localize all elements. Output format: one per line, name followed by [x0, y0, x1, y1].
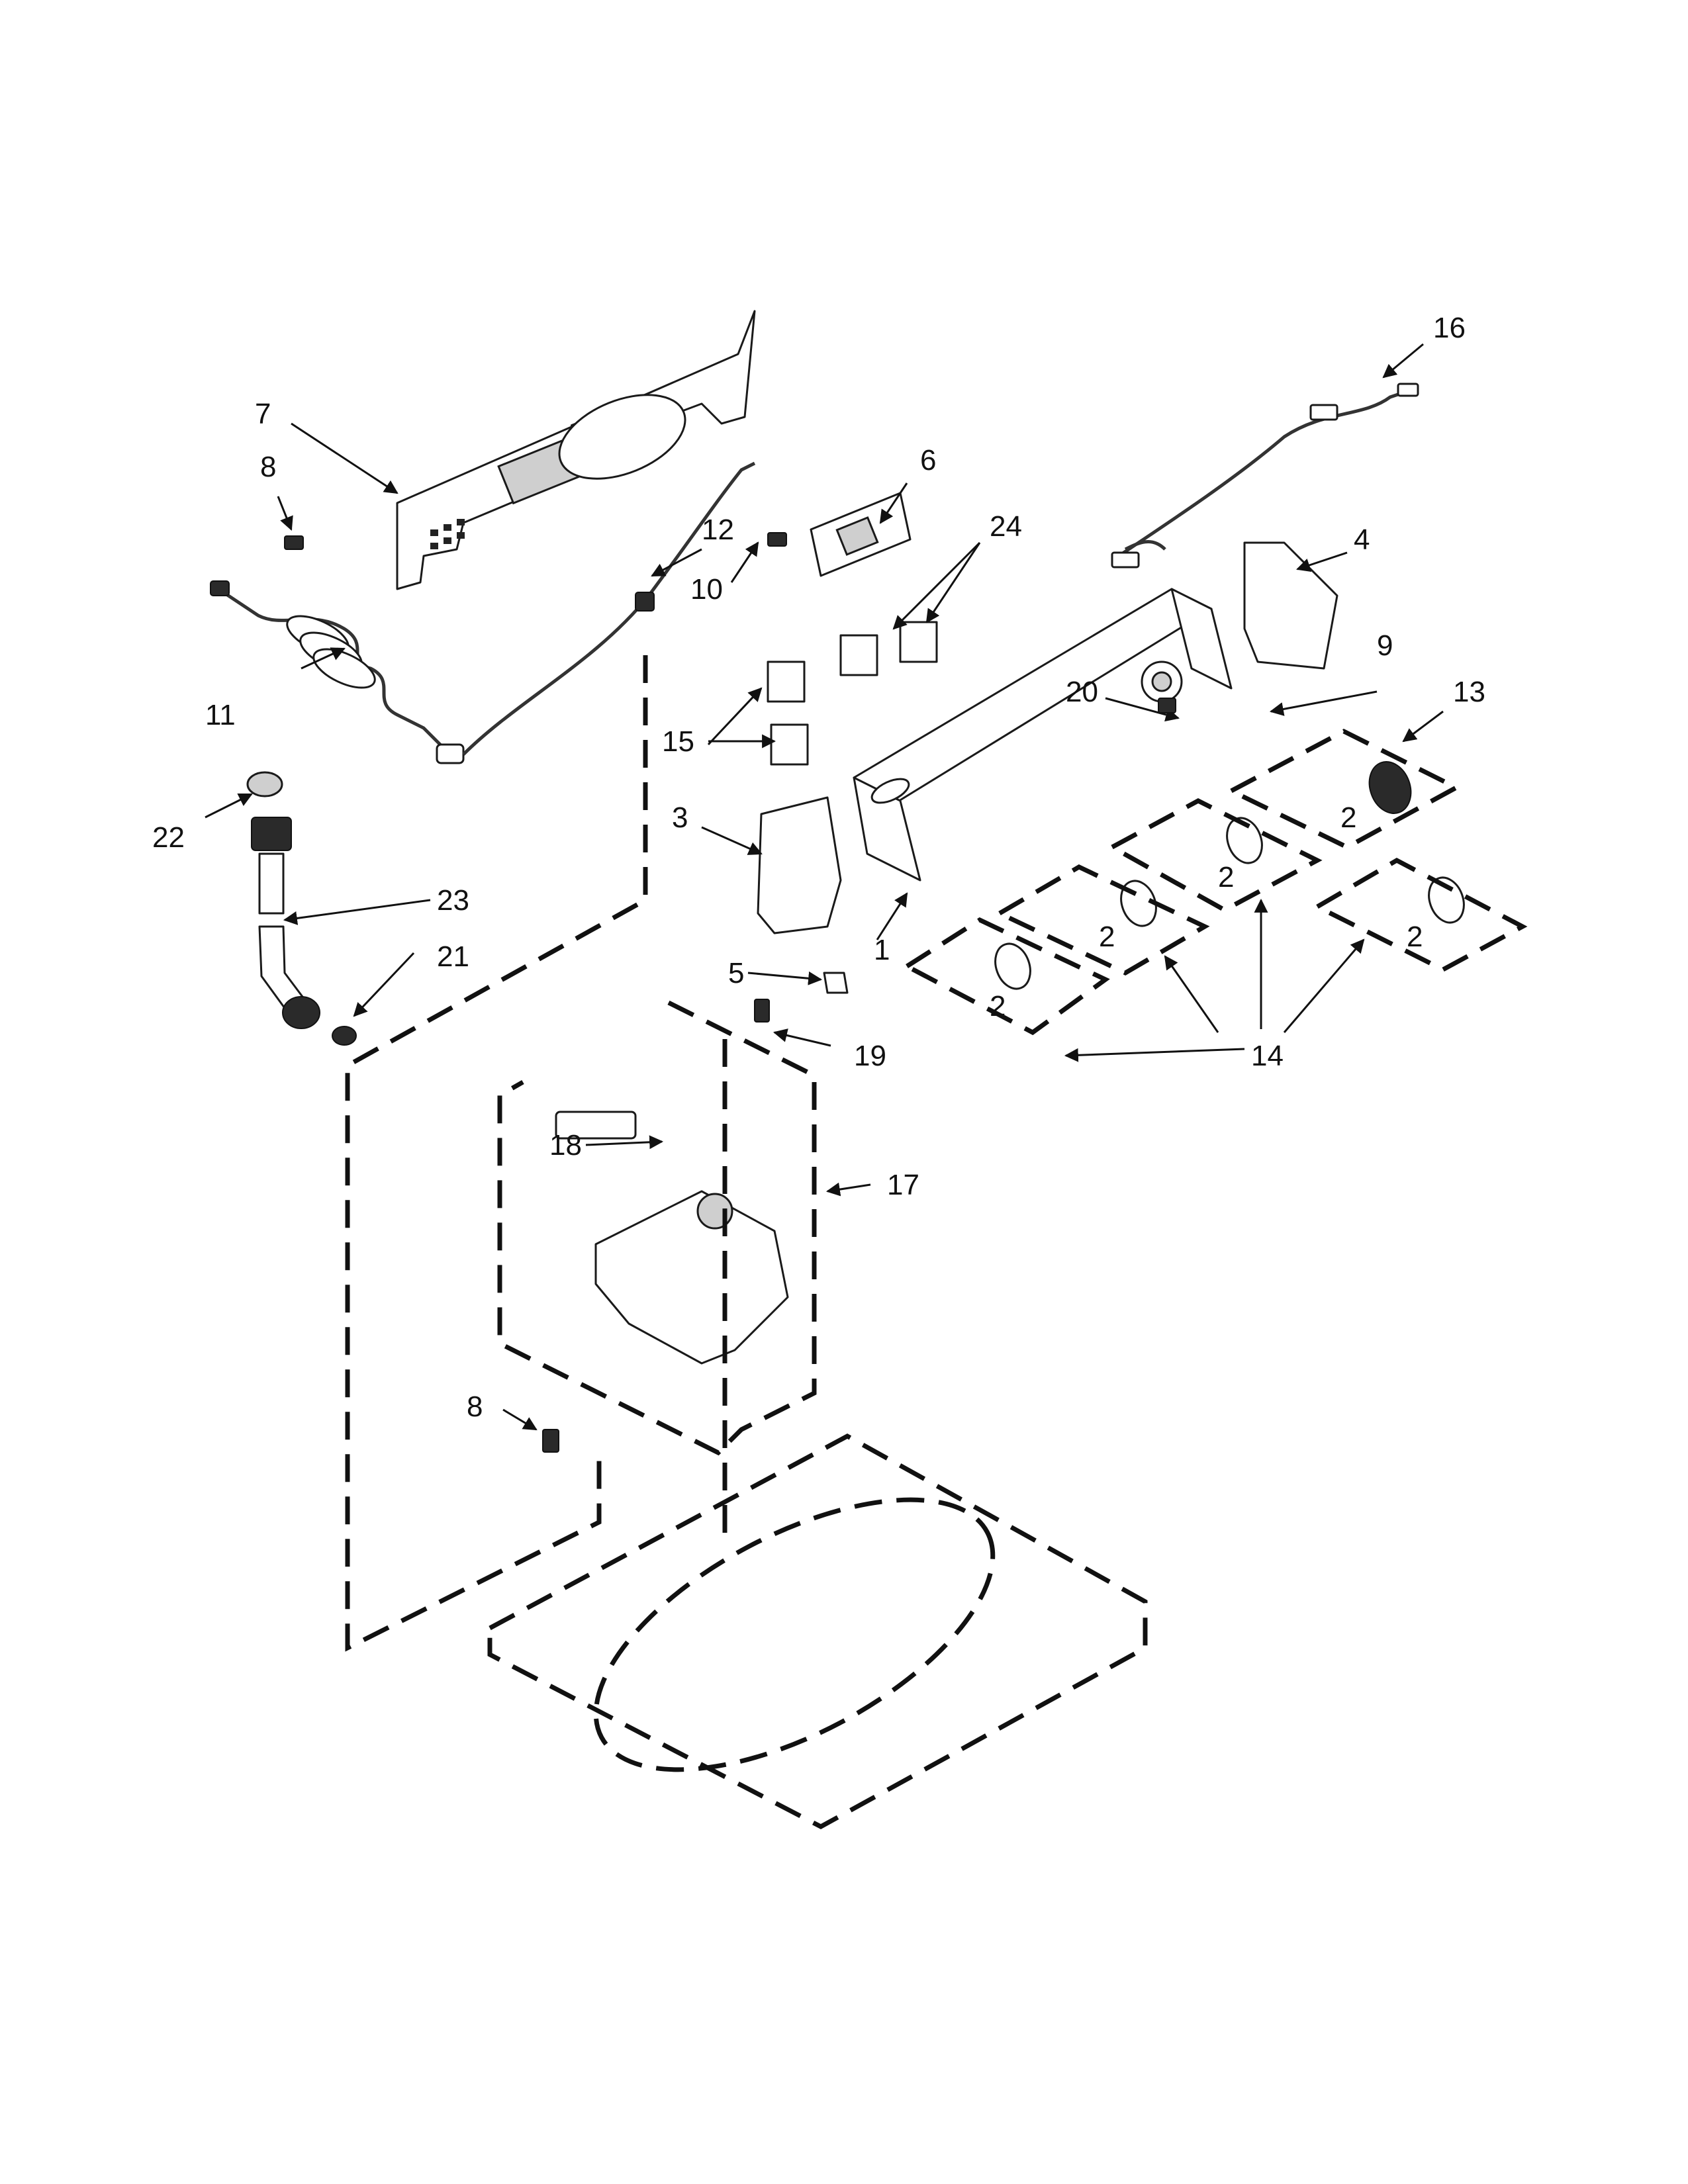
- screws: [284, 532, 1176, 1453]
- callout-2-a: 2: [1340, 801, 1356, 834]
- callout-24: 24: [990, 510, 1022, 543]
- callout-21: 21: [437, 940, 469, 973]
- callout-11: 11: [205, 699, 236, 731]
- valve-assembly-group: [497, 1000, 817, 1456]
- cabinet-top: [487, 1433, 1148, 1829]
- clip: [823, 972, 849, 994]
- callout-1: 1: [874, 934, 890, 966]
- callout-18: 18: [549, 1129, 582, 1161]
- callout-16: 16: [1433, 312, 1466, 344]
- callout-14: 14: [1251, 1040, 1284, 1072]
- callout-10: 10: [690, 573, 723, 606]
- callout-2-e: 2: [990, 990, 1006, 1023]
- callout-4: 4: [1354, 523, 1370, 556]
- inlet-hose-assembly: [246, 771, 357, 1046]
- callout-15: 15: [662, 725, 694, 758]
- console-rear-panel: [396, 310, 756, 590]
- callout-22: 22: [152, 821, 185, 854]
- callout-8-bottom: 8: [467, 1390, 483, 1423]
- callout-labels: 7 8 6 24 12 10 16 4 9 20 13 11 15 3 22 2…: [152, 312, 1485, 1423]
- leader-lines: [205, 343, 1444, 1431]
- callout-23: 23: [437, 884, 469, 917]
- console-bracket: [1243, 541, 1338, 670]
- callout-12: 12: [702, 514, 734, 546]
- callout-5: 5: [728, 957, 744, 989]
- callout-8-top: 8: [260, 451, 276, 483]
- callout-2-c: 2: [1099, 921, 1115, 953]
- ground-routing: [345, 655, 727, 1652]
- callout-2-d: 2: [1407, 921, 1423, 953]
- callout-3: 3: [672, 801, 688, 834]
- knobs: [994, 761, 1465, 990]
- end-cap: [757, 796, 842, 934]
- knob-groups: [902, 729, 1528, 1036]
- callout-13: 13: [1453, 676, 1485, 708]
- electronic-control: [810, 492, 912, 577]
- callout-7: 7: [255, 398, 271, 430]
- callout-6: 6: [920, 444, 936, 477]
- callout-20: 20: [1066, 676, 1098, 708]
- console: [853, 588, 1233, 882]
- wire-harness: [1111, 383, 1419, 569]
- callout-17: 17: [887, 1169, 919, 1201]
- callout-9: 9: [1377, 629, 1393, 662]
- callout-19: 19: [854, 1040, 886, 1072]
- callout-2-b: 2: [1218, 861, 1234, 893]
